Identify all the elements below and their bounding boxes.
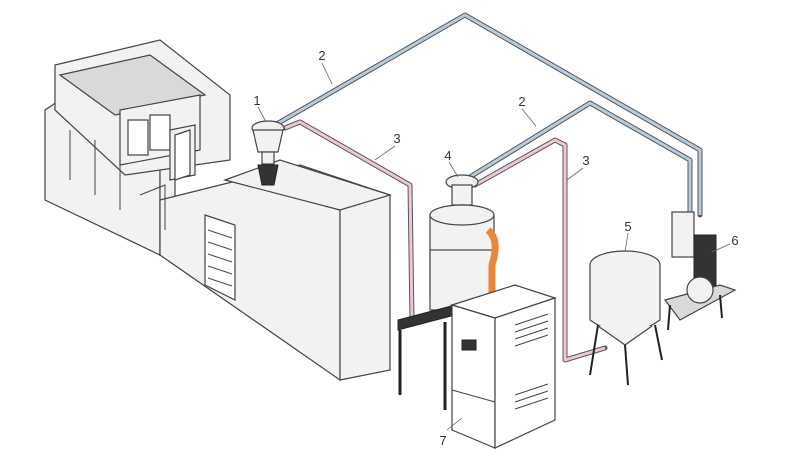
label-2b: 2 [518, 94, 525, 109]
leader-lines [257, 62, 731, 431]
dryer-stand [397, 304, 456, 410]
material-tank [589, 250, 663, 386]
hopper-loader [251, 120, 285, 186]
label-4: 4 [444, 148, 451, 163]
label-2a: 2 [318, 48, 325, 63]
label-5: 5 [624, 219, 631, 234]
label-7: 7 [439, 433, 446, 448]
air-pipe-3a [282, 119, 415, 323]
dehumidifying-dryer [449, 284, 557, 449]
material-pipe-2b [462, 100, 693, 218]
label-3a: 3 [393, 131, 400, 146]
hopper-dryer [429, 174, 499, 311]
label-6: 6 [731, 233, 738, 248]
label-3b: 3 [582, 153, 589, 168]
material-pipe-2a [272, 12, 703, 218]
flex-hose [485, 227, 499, 300]
air-pipe-3b [472, 137, 608, 363]
label-1: 1 [253, 93, 260, 108]
vacuum-blower-unit [663, 211, 737, 331]
